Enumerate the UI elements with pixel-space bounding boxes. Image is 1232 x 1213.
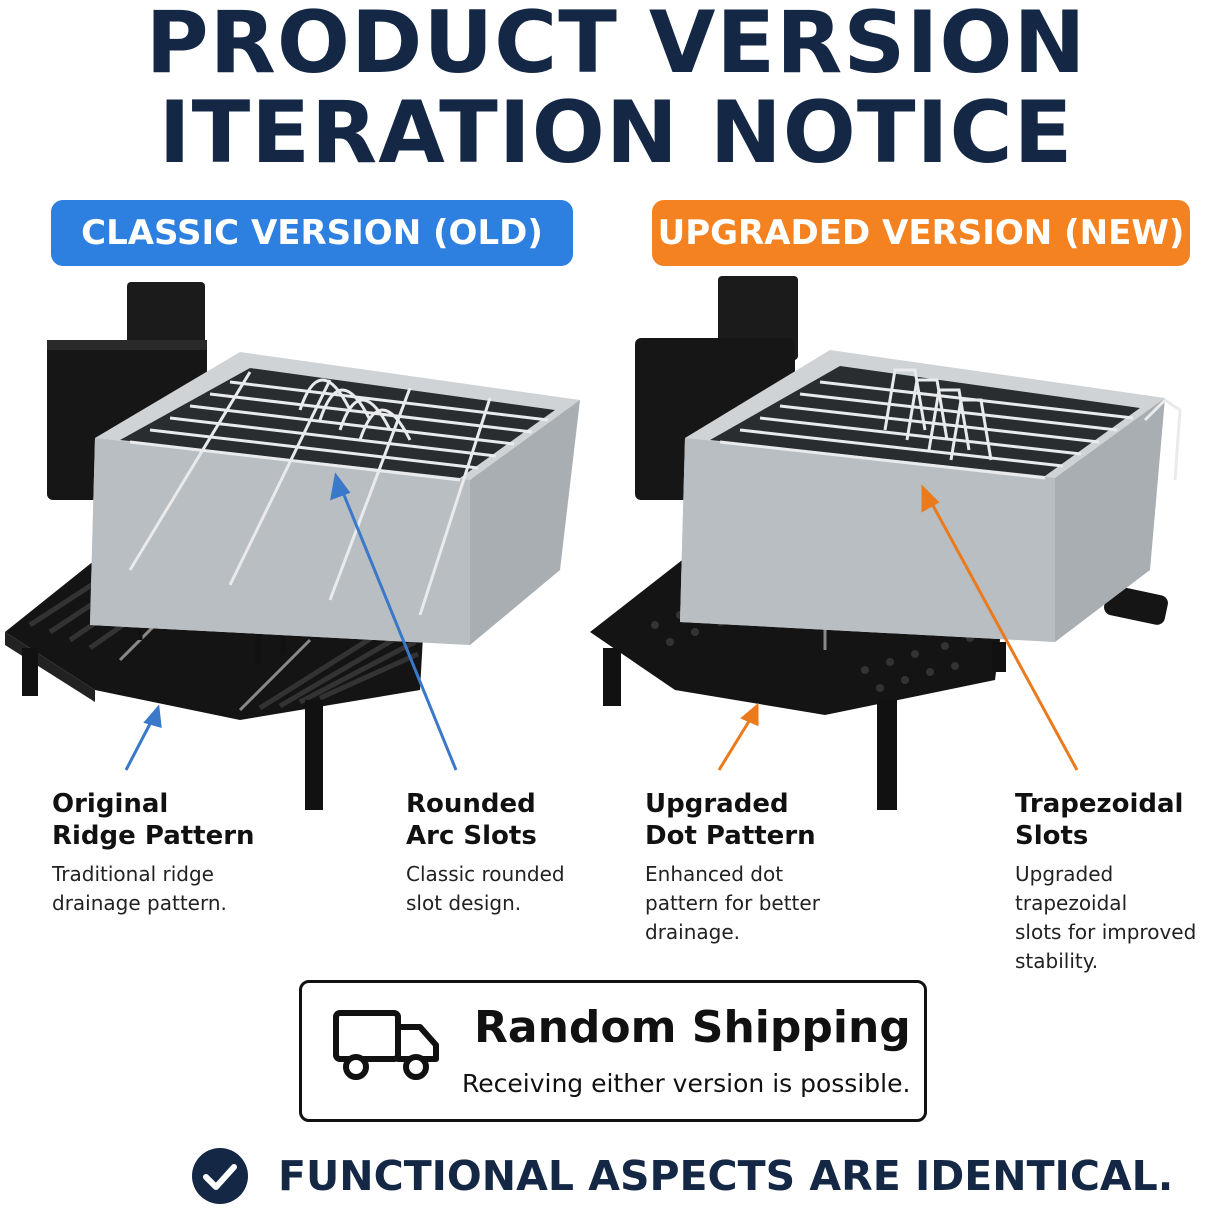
feature-description: Upgraded trapezoidal slots for improved … xyxy=(1015,862,1197,973)
feature-heading: Rounded Arc Slots xyxy=(406,789,537,851)
shipping-subtitle: Receiving either version is possible. xyxy=(462,1069,911,1098)
feature-description: Classic rounded slot design. xyxy=(406,862,565,915)
feature-heading: Original Ridge Pattern xyxy=(52,789,255,851)
feature-ridge-pattern: Original Ridge Pattern Traditional ridge… xyxy=(52,788,312,918)
shipping-title: Random Shipping xyxy=(474,1002,911,1053)
feature-arc-slots: Rounded Arc Slots Classic rounded slot d… xyxy=(406,788,626,918)
feature-heading: Upgraded Dot Pattern xyxy=(645,789,816,851)
classic-dish-rack-image xyxy=(5,282,580,810)
upgraded-dish-rack-image xyxy=(590,276,1182,810)
title-line-2: ITERATION NOTICE xyxy=(158,83,1074,183)
feature-description: Traditional ridge drainage pattern. xyxy=(52,862,227,915)
upgraded-version-badge: UPGRADED VERSION (NEW) xyxy=(652,200,1190,266)
feature-dot-pattern: Upgraded Dot Pattern Enhanced dot patter… xyxy=(645,788,885,947)
random-shipping-box: Random Shipping Receiving either version… xyxy=(299,980,927,1122)
check-circle-icon xyxy=(192,1148,248,1204)
feature-description: Enhanced dot pattern for better drainage… xyxy=(645,862,820,944)
footer-text: FUNCTIONAL ASPECTS ARE IDENTICAL. xyxy=(278,1152,1174,1200)
classic-version-badge: CLASSIC VERSION (OLD) xyxy=(51,200,573,266)
feature-heading: Trapezoidal Slots xyxy=(1015,789,1184,851)
title-line-1: PRODUCT VERSION xyxy=(145,0,1087,93)
truck-icon xyxy=(333,1010,439,1080)
feature-trapezoidal-slots: Trapezoidal Slots Upgraded trapezoidal s… xyxy=(1015,788,1230,976)
